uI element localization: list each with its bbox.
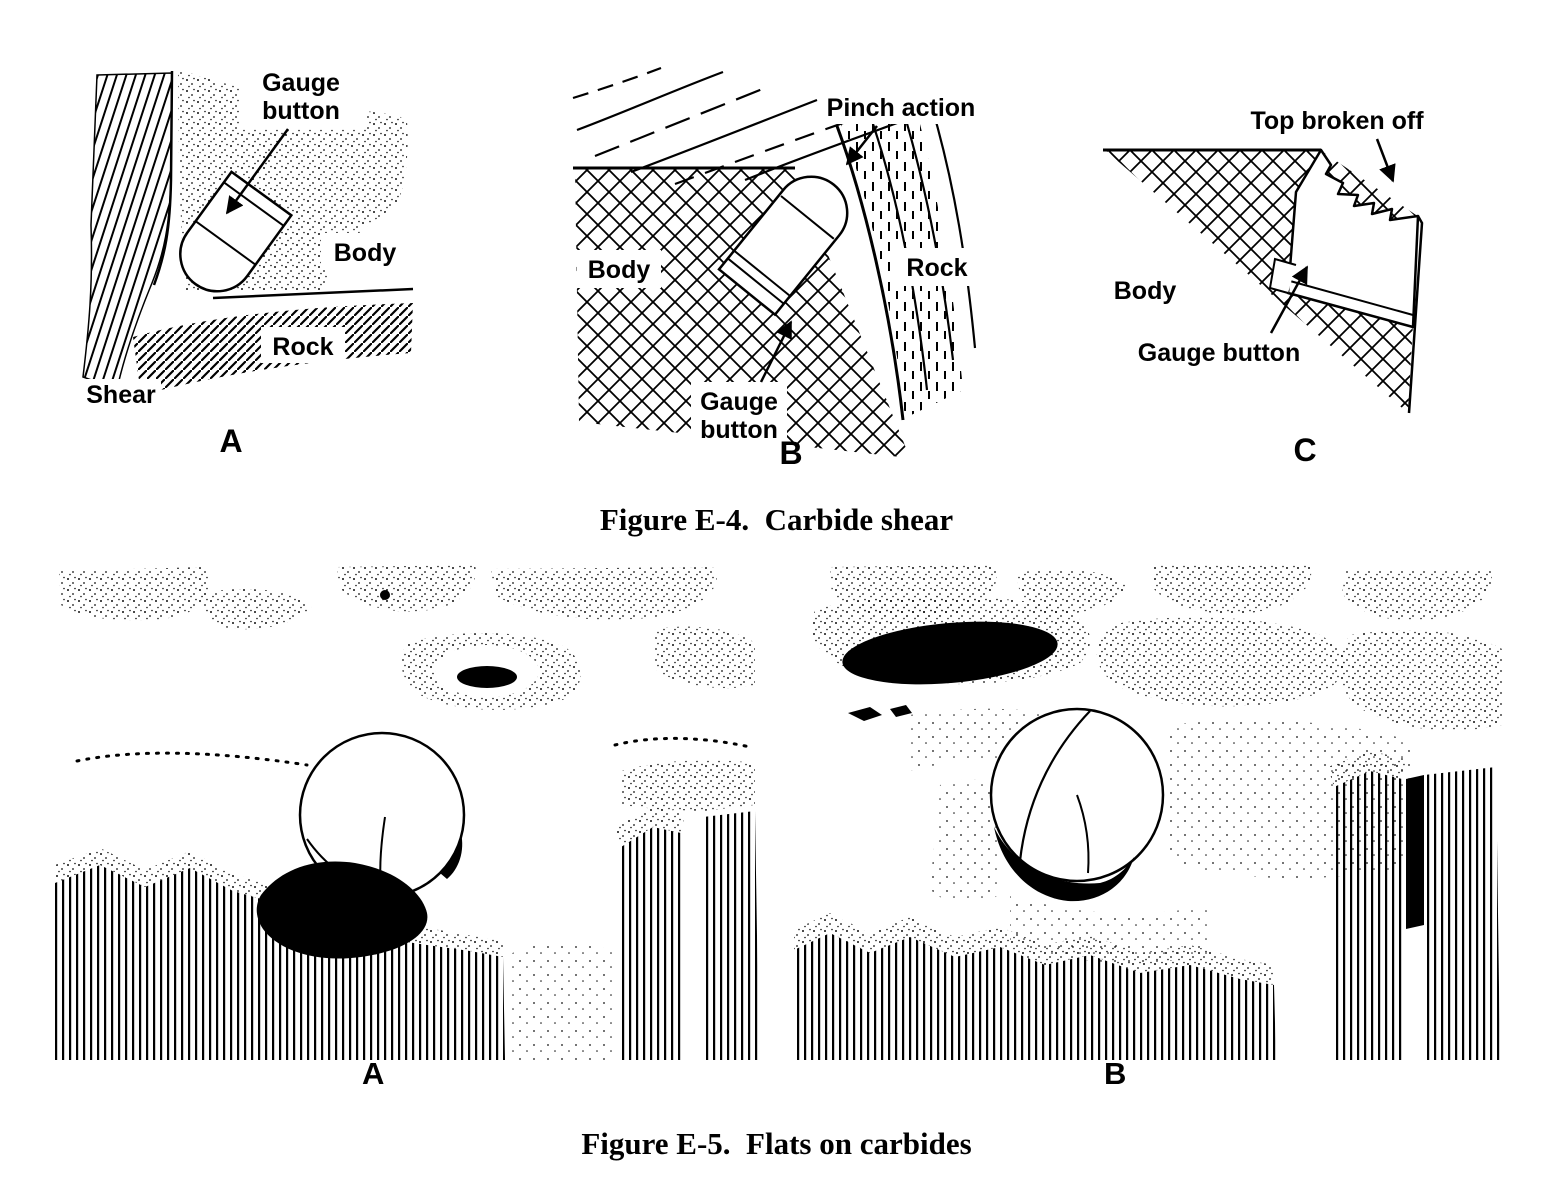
surface-speck [890,705,912,717]
steel-body-bottom [794,933,1276,1060]
edge-crescent [440,833,463,879]
panel-label-c: C [1293,432,1316,468]
steel-column-mid [1334,771,1406,1060]
pinch-action-arrow [845,125,878,166]
button-seat-line [1289,280,1414,316]
button-seat-notch [1268,257,1297,294]
label-body-c: Body [1114,277,1177,305]
label-gauge-button-a-line1: Gauge [262,69,340,97]
gauge-button-a [179,170,294,293]
gauge-button-arrow [225,128,290,215]
surface-speck [380,590,390,600]
label-backing [1107,273,1183,309]
steel-column-mid [621,827,685,1060]
photo-a [55,565,759,1060]
gauge-button-arrow [759,320,793,383]
steel-column-right [1424,767,1500,1060]
label-body-a: Body [334,239,397,267]
right-edge-line [1407,215,1424,414]
label-backing [691,382,787,450]
label-gauge-button-b-line1: Gauge [700,388,778,416]
diagram-b: Pinch action Body Rock Gauge button B [572,66,981,470]
label-backing [577,250,661,288]
label-backing [321,233,409,269]
label-gauge-button-c: Gauge button [1138,339,1300,367]
stipple-above-columns [621,760,755,811]
gauge-button-c [1286,148,1420,329]
surface-pit [457,666,517,688]
column-gap-shadow [1406,775,1424,929]
figure-e4-caption: Figure E-4. Carbide shear [599,502,954,537]
body-rock-interface-line [212,287,414,300]
photo-b [794,565,1502,1060]
shadow-crescent [994,827,1134,902]
dark-gouge [842,621,1058,685]
label-backing [1131,333,1307,371]
label-gauge-button-a-line2: button [262,97,340,125]
upper-rock-strata [572,66,901,186]
diagram-c: Top broken off Body Gauge button C [1103,107,1424,468]
label-gauge-button-b-line2: button [700,416,778,444]
steel-column-right [703,811,759,1060]
label-top-broken-off: Top broken off [1250,107,1424,135]
label-backing [893,248,981,286]
body-crosshatch [575,168,910,458]
diagram-a: Gauge button Body Rock Shear A [81,65,414,455]
gauge-button-arrow [1269,265,1309,334]
flat-edge-line [1018,710,1091,862]
panel-label-a: A [219,423,242,455]
shadow-blob [256,861,428,959]
panel-label-b: B [779,435,802,470]
photo-b-label: B [1104,1056,1127,1091]
label-pinch-action: Pinch action [827,94,976,122]
column-edge-stipple [1328,751,1406,787]
steel-edge-stipple [794,913,1274,985]
photo-a-label: A [362,1056,385,1091]
top-broken-off-arrow [1375,138,1396,183]
column-edge-stipple [615,807,685,847]
surface-speck [848,707,882,721]
label-backing [825,88,975,124]
steel-body-left [55,865,505,1060]
surface-stipple-top [59,565,755,710]
label-body-b: Body [588,256,651,284]
label-rock-b: Rock [906,254,967,282]
button-wear-line [1076,794,1090,874]
label-shear-a: Shear [86,381,156,409]
label-rock-a: Rock [272,333,333,361]
figure-e5-caption: Figure E-5. Flats on carbides [581,1126,972,1161]
label-backing [261,327,345,363]
dotted-contours [75,736,752,767]
label-backing [240,65,366,129]
wall-edge-line [152,70,174,286]
label-backing [81,379,161,411]
gap-stipple [507,940,615,1060]
gauge-button-b [717,175,849,317]
